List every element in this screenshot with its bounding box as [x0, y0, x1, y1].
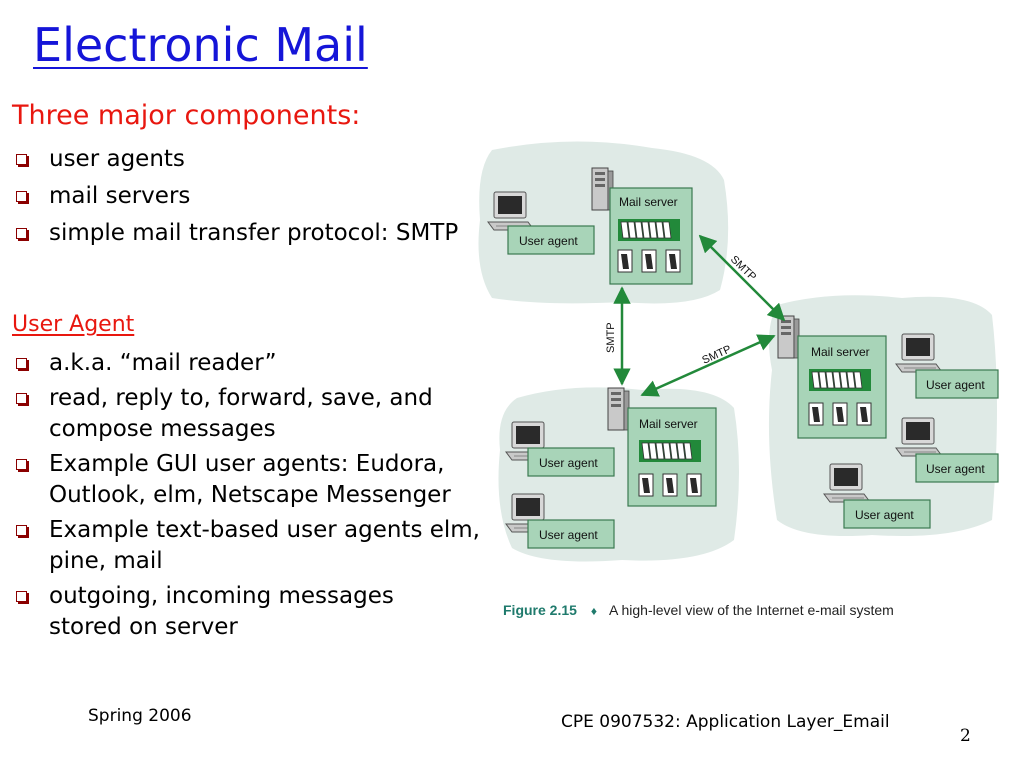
bullet-box-icon — [16, 525, 27, 536]
mailbox-icon — [832, 402, 848, 426]
server-tower-icon — [777, 315, 800, 359]
user-agent-label: User agent — [519, 234, 578, 248]
message-queue-icon — [617, 218, 681, 242]
mailbox-icon — [686, 473, 702, 497]
figure-number: Figure 2.15 — [503, 602, 577, 618]
mail-server-label: Mail server — [619, 195, 678, 209]
list-item: Example GUI user agents: Eudora, Outlook… — [12, 449, 489, 511]
list-item: simple mail transfer protocol: SMTP — [12, 218, 459, 249]
user-agent-label: User agent — [926, 378, 985, 392]
mail-server-label: Mail server — [811, 345, 870, 359]
mail-server-top: Mail server — [591, 167, 693, 285]
slide-title: Electronic Mail — [33, 18, 368, 72]
user-agent-label: User agent — [855, 508, 914, 522]
bullet-box-icon — [16, 459, 27, 470]
list-item: Example text-based user agents elm, pine… — [12, 515, 489, 577]
mailbox-icon — [617, 249, 633, 273]
user-agent-bottom-2: User agent — [505, 493, 615, 549]
page-number: 2 — [960, 726, 971, 746]
user-agent-right-3: User agent — [823, 463, 931, 529]
user-agent-label: User agent — [539, 528, 598, 542]
user-agent-label: User agent — [539, 456, 598, 470]
bullet-box-icon — [16, 191, 27, 202]
user-agent-list: a.k.a. “mail reader” read, reply to, for… — [12, 348, 482, 647]
user-agent-right-2: User agent — [895, 417, 999, 483]
smtp-arrow-bottom-right — [640, 334, 776, 397]
user-agent-label: User agent — [926, 462, 985, 476]
mailbox-icon — [662, 473, 678, 497]
message-queue-icon — [808, 368, 872, 392]
components-heading: Three major components: — [12, 100, 361, 131]
server-tower-icon — [607, 387, 630, 431]
mail-server-label: Mail server — [639, 417, 698, 431]
mailbox-icon — [665, 249, 681, 273]
diamond-icon: ♦ — [590, 604, 598, 618]
smtp-label: SMTP — [700, 343, 733, 366]
list-item: a.k.a. “mail reader” — [12, 348, 482, 379]
list-item: user agents — [12, 144, 482, 175]
components-list: user agents mail servers simple mail tra… — [12, 144, 482, 255]
mailbox-icon — [638, 473, 654, 497]
bullet-box-icon — [16, 358, 27, 369]
message-queue-icon — [638, 439, 702, 463]
mailbox-icon — [808, 402, 824, 426]
bullet-box-icon — [16, 393, 27, 404]
user-agent-top: User agent — [487, 191, 595, 255]
list-item: read, reply to, forward, save, and compo… — [12, 383, 449, 445]
figure-caption: Figure 2.15 ♦ A high-level view of the Int… — [503, 602, 894, 618]
mail-server-right: Mail server — [777, 315, 887, 439]
user-agent-bottom-1: User agent — [505, 421, 615, 477]
smtp-arrow-top-right — [698, 234, 786, 322]
bullet-box-icon — [16, 154, 27, 165]
mailbox-icon — [856, 402, 872, 426]
list-item: mail servers — [12, 181, 482, 212]
user-agent-heading: User Agent — [12, 312, 135, 337]
figure-caption-text: A high-level view of the Internet e-mail… — [609, 602, 894, 618]
bullet-box-icon — [16, 591, 27, 602]
footer-date: Spring 2006 — [88, 706, 192, 726]
user-agent-right-1: User agent — [895, 333, 999, 399]
list-item: outgoing, incoming messages stored on se… — [12, 581, 449, 643]
mail-server-bottom: Mail server — [607, 387, 717, 507]
email-system-figure: Mail server User agent Mail server User … — [478, 141, 999, 562]
mailbox-icon — [641, 249, 657, 273]
smtp-label: SMTP — [605, 322, 617, 353]
bullet-box-icon — [16, 228, 27, 239]
footer-course: CPE 0907532: Application Layer_Email — [561, 712, 890, 732]
